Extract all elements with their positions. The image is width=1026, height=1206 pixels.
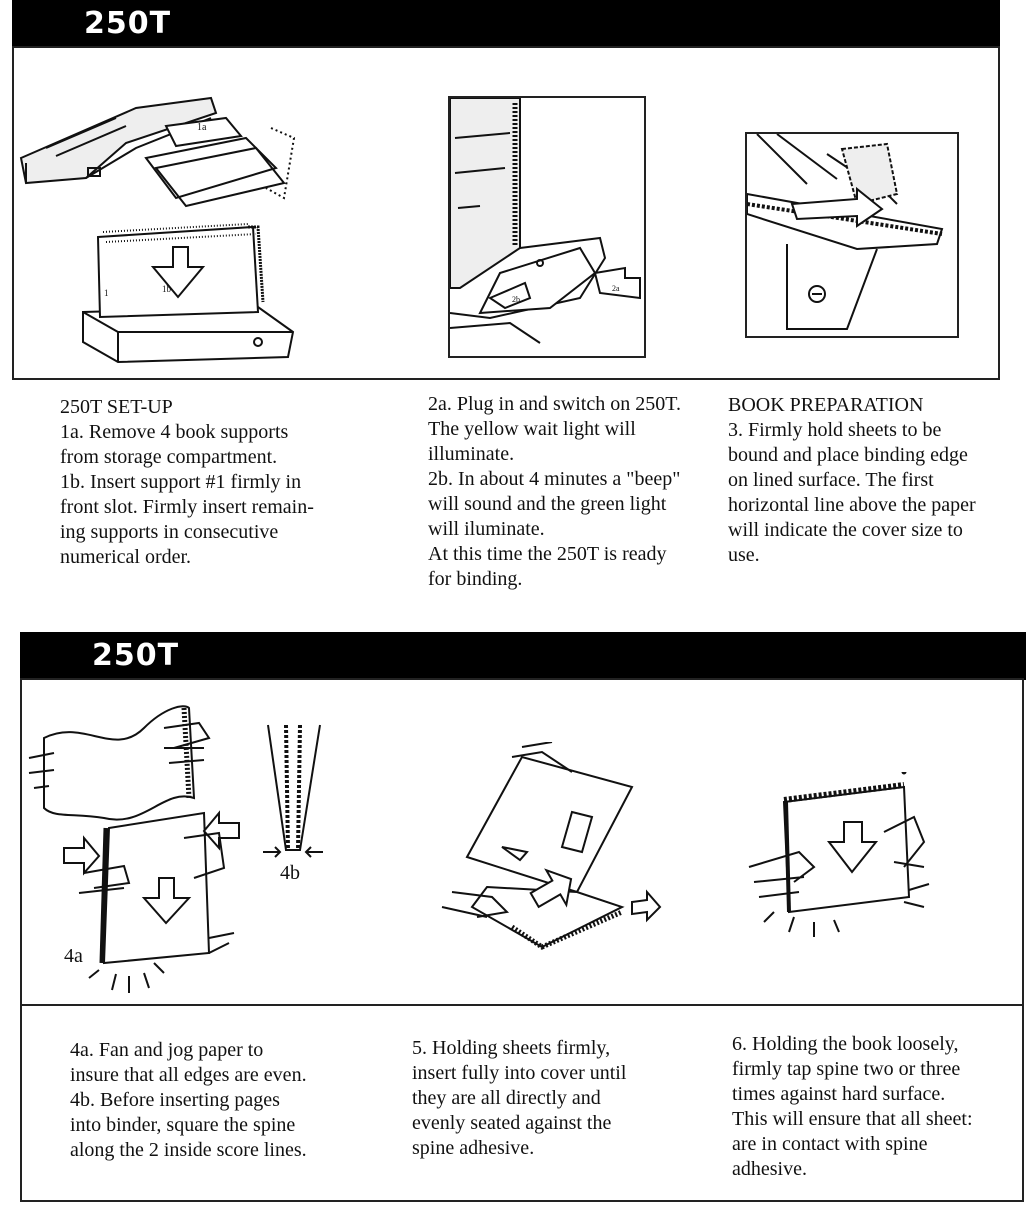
- label-4b: 4b: [280, 862, 300, 884]
- power-switch-illustration: [450, 98, 644, 356]
- callout-1: 1: [104, 288, 109, 298]
- callout-2a: 2a: [612, 284, 620, 293]
- power-instructions: 2a. Plug in and switch on 250T. The yell…: [428, 393, 681, 590]
- header-title-bottom: 250T: [92, 638, 180, 673]
- setup-instructions: 250T SET-UP 1a. Remove 4 book supports f…: [60, 396, 314, 568]
- callout-2b: 2b: [512, 295, 520, 304]
- power-illustration-box: [448, 96, 646, 358]
- callout-1a: 1a: [197, 122, 207, 133]
- callout-1b: 1b: [162, 284, 171, 294]
- illustration-frame-top: [12, 46, 1000, 380]
- step6-instructions: 6. Holding the book loosely, firmly tap …: [732, 1033, 973, 1180]
- text-frame-bottom: [20, 1004, 1024, 1202]
- prep-illustration-box: [745, 132, 959, 338]
- machine-supports-illustration: [78, 222, 298, 372]
- label-4a: 4a: [64, 945, 83, 967]
- step5-instructions: 5. Holding sheets firmly, insert fully i…: [412, 1037, 627, 1159]
- machine-open-illustration: [16, 88, 306, 208]
- insert-cover-illustration: [432, 742, 672, 952]
- spine-square-illustration: [258, 720, 328, 860]
- header-bar-top: 250T: [12, 0, 1000, 48]
- fan-jog-illustration: [24, 698, 244, 998]
- book-prep-instructions: BOOK PREPARATION 3. Firmly hold sheets t…: [728, 394, 976, 566]
- header-title-top: 250T: [84, 6, 172, 41]
- book-prep-illustration: [747, 134, 957, 336]
- step4-instructions: 4a. Fan and jog paper to insure that all…: [70, 1039, 307, 1161]
- tap-spine-illustration: [744, 772, 934, 942]
- header-bar-bottom: 250T: [20, 632, 1026, 680]
